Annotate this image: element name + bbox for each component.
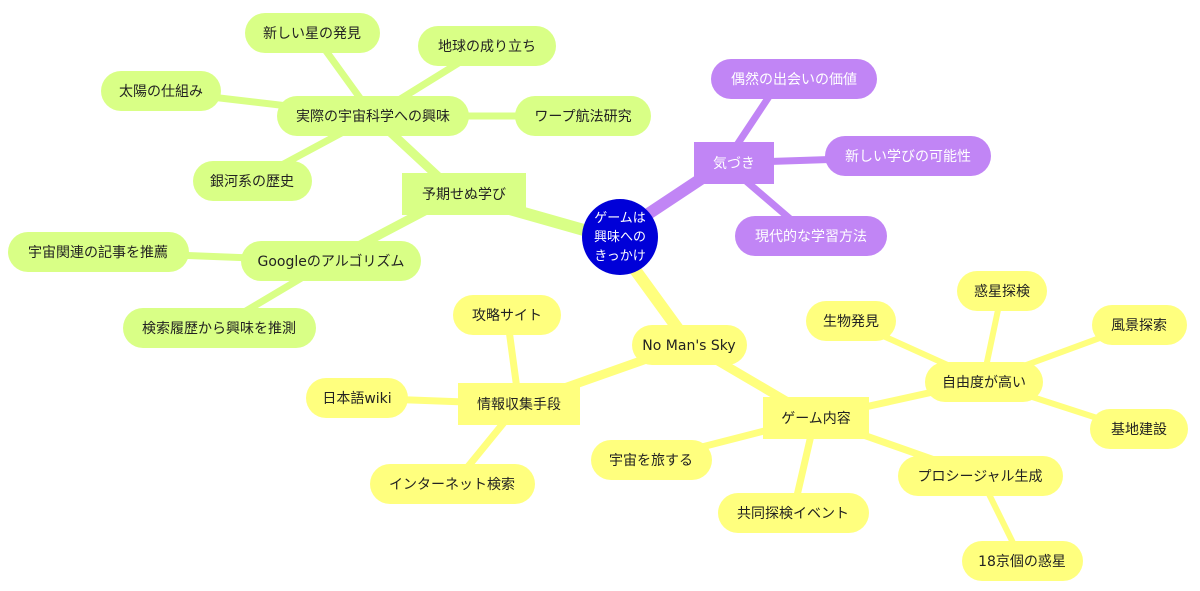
node-sun-mechanism[interactable]: 太陽の仕組み	[101, 71, 221, 111]
node-awareness-label: 気づき	[713, 156, 755, 172]
node-internet-search[interactable]: インターネット検索	[370, 464, 535, 504]
node-internet-search-label: インターネット検索	[389, 476, 515, 493]
node-search-history[interactable]: 検索履歴から興味を推測	[123, 308, 316, 348]
node-unexpected-learning[interactable]: 予期せぬ学び	[402, 173, 526, 215]
node-sun-mechanism-label: 太陽の仕組み	[119, 84, 203, 100]
node-procedural-generation-label: プロシージャル生成	[917, 469, 1042, 485]
node-no-mans-sky[interactable]: No Man's Sky	[632, 325, 747, 365]
node-recommend-articles[interactable]: 宇宙関連の記事を推薦	[8, 232, 189, 272]
node-strategy-site[interactable]: 攻略サイト	[453, 295, 561, 335]
root-node[interactable]: ゲームは 興味への きっかけ	[582, 199, 658, 275]
node-chance-value-label: 偶然の出会いの価値	[731, 71, 857, 88]
node-scenery-exploration[interactable]: 風景探索	[1092, 305, 1187, 345]
node-high-freedom[interactable]: 自由度が高い	[925, 362, 1043, 402]
node-space-travel[interactable]: 宇宙を旅する	[591, 440, 712, 480]
node-scenery-exploration-label: 風景探索	[1111, 317, 1167, 334]
node-learning-possibility-label: 新しい学びの可能性	[845, 149, 971, 165]
node-galaxy-history[interactable]: 銀河系の歴史	[193, 161, 312, 201]
node-japanese-wiki-label: 日本語wiki	[322, 391, 391, 407]
node-recommend-articles-label: 宇宙関連の記事を推薦	[28, 244, 168, 261]
node-modern-learning[interactable]: 現代的な学習方法	[735, 216, 887, 256]
node-earth-origin-label: 地球の成り立ち	[438, 39, 536, 55]
node-creature-discovery[interactable]: 生物発見	[806, 301, 896, 341]
node-space-science-label: 実際の宇宙科学への興味	[296, 109, 450, 125]
node-no-mans-sky-label: No Man's Sky	[642, 338, 735, 354]
node-info-gathering[interactable]: 情報収集手段	[458, 383, 580, 425]
node-info-gathering-label: 情報収集手段	[477, 396, 561, 413]
node-learning-possibility[interactable]: 新しい学びの可能性	[825, 136, 991, 176]
node-galaxy-history-label: 銀河系の歴史	[210, 174, 294, 190]
root-line-1: ゲームは	[594, 211, 646, 226]
node-procedural-generation[interactable]: プロシージャル生成	[898, 456, 1063, 496]
node-search-history-label: 検索履歴から興味を推測	[142, 320, 296, 337]
node-japanese-wiki[interactable]: 日本語wiki	[306, 378, 408, 418]
branch-unexpected: 予期せぬ学び 実際の宇宙科学への興味 新しい星の発見 地球の成り立ち 太陽の仕組…	[8, 13, 651, 348]
branch-awareness: 気づき 偶然の出会いの価値 新しい学びの可能性 現代的な学習方法	[694, 59, 991, 256]
node-warp-research-label: ワープ航法研究	[534, 109, 631, 125]
root-line-3: きっかけ	[594, 249, 645, 264]
node-chance-value[interactable]: 偶然の出会いの価値	[711, 59, 877, 99]
root-line-2: 興味への	[594, 230, 646, 245]
node-base-building-label: 基地建設	[1111, 421, 1167, 438]
branch-no-mans-sky: No Man's Sky 情報収集手段 攻略サイト 日本語wiki インターネッ…	[306, 271, 1188, 581]
node-space-science[interactable]: 実際の宇宙科学への興味	[277, 96, 469, 136]
node-strategy-site-label: 攻略サイト	[472, 308, 542, 324]
node-coop-event[interactable]: 共同探検イベント	[718, 493, 869, 533]
node-space-travel-label: 宇宙を旅する	[609, 453, 693, 469]
node-quintillion-planets-label: 18京個の惑星	[978, 554, 1066, 570]
node-earth-origin[interactable]: 地球の成り立ち	[418, 26, 556, 66]
node-base-building[interactable]: 基地建設	[1090, 409, 1188, 449]
node-quintillion-planets[interactable]: 18京個の惑星	[962, 541, 1083, 581]
node-new-star[interactable]: 新しい星の発見	[245, 13, 380, 53]
node-google-algorithm-label: Googleのアルゴリズム	[258, 253, 405, 270]
node-new-star-label: 新しい星の発見	[263, 26, 361, 42]
node-warp-research[interactable]: ワープ航法研究	[515, 96, 651, 136]
node-awareness[interactable]: 気づき	[694, 142, 774, 184]
node-game-content-label: ゲーム内容	[781, 410, 851, 427]
node-planet-exploration[interactable]: 惑星探検	[957, 271, 1047, 311]
node-coop-event-label: 共同探検イベント	[737, 506, 849, 522]
node-modern-learning-label: 現代的な学習方法	[755, 229, 867, 245]
node-high-freedom-label: 自由度が高い	[942, 374, 1026, 391]
node-google-algorithm[interactable]: Googleのアルゴリズム	[241, 241, 421, 281]
node-planet-exploration-label: 惑星探検	[974, 284, 1030, 300]
node-creature-discovery-label: 生物発見	[823, 314, 879, 330]
node-game-content[interactable]: ゲーム内容	[763, 397, 869, 439]
node-unexpected-learning-label: 予期せぬ学び	[422, 187, 506, 203]
